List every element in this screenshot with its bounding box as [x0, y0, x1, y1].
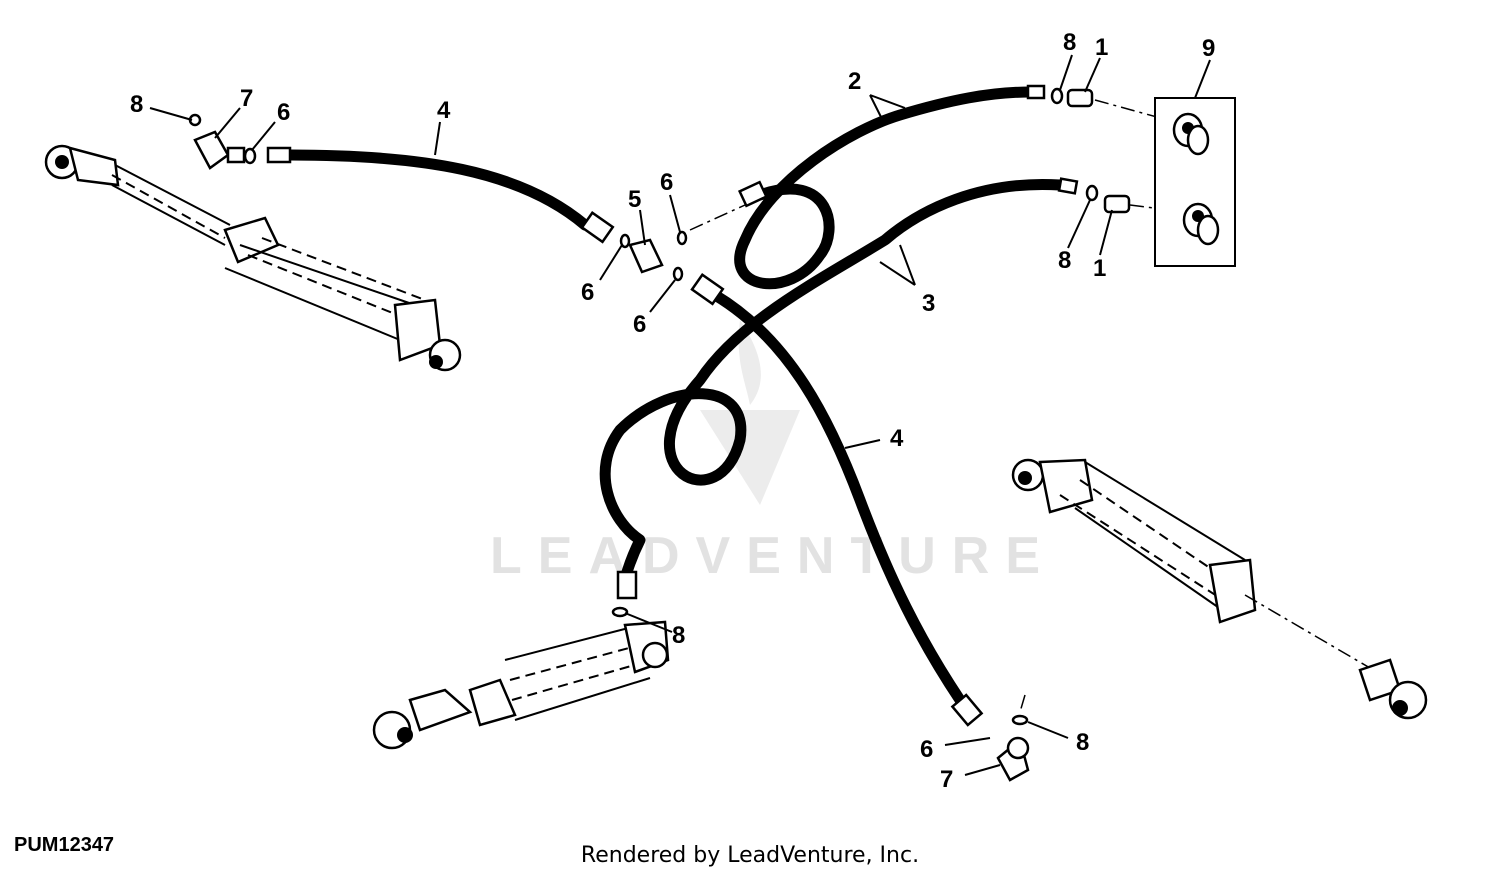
hose-2	[734, 86, 1036, 290]
callout-1: 1	[1093, 255, 1106, 282]
hydraulic-hoses	[266, 84, 1079, 727]
callout-3: 3	[922, 290, 935, 317]
watermark: LEADVENTURE	[490, 320, 1056, 585]
diagram-id-label: PUM12347	[14, 834, 115, 856]
callout-6: 6	[660, 169, 673, 196]
coupler-box	[1154, 97, 1236, 267]
callout-6: 6	[277, 99, 290, 126]
callout-7: 7	[240, 85, 253, 112]
watermark-text: LEADVENTURE	[490, 527, 1056, 585]
callout-1: 1	[1095, 34, 1108, 61]
render-credit: Rendered by LeadVenture, Inc.	[580, 843, 920, 868]
callout-5: 5	[628, 186, 641, 213]
callout-8: 8	[672, 622, 685, 649]
callout-9: 9	[1202, 35, 1215, 62]
hose-4-lower	[709, 289, 966, 706]
callout-4: 4	[890, 425, 904, 452]
callout-8: 8	[1058, 247, 1071, 274]
hose-3	[599, 178, 1066, 581]
fittings	[188, 87, 1186, 782]
hydraulic-cylinder-bottom	[372, 620, 670, 750]
callout-8: 8	[130, 91, 143, 118]
hydraulic-cylinder-top-left	[44, 144, 462, 372]
callout-2: 2	[848, 68, 861, 95]
callout-8: 8	[1076, 729, 1089, 756]
callout-6: 6	[633, 311, 646, 338]
hose-4-upper	[284, 149, 591, 231]
callout-6: 6	[920, 736, 933, 763]
leader-lines	[149, 54, 1211, 776]
callout-7: 7	[940, 766, 953, 793]
callout-6: 6	[581, 279, 594, 306]
callout-4: 4	[437, 97, 451, 124]
callouts: 8 7 6 4 5 6 6 6 2 3 8 1 9 8 1 4 8 6 8 7	[130, 29, 1215, 793]
callout-8: 8	[1063, 29, 1076, 56]
hydraulic-cylinder-right	[1011, 458, 1428, 720]
